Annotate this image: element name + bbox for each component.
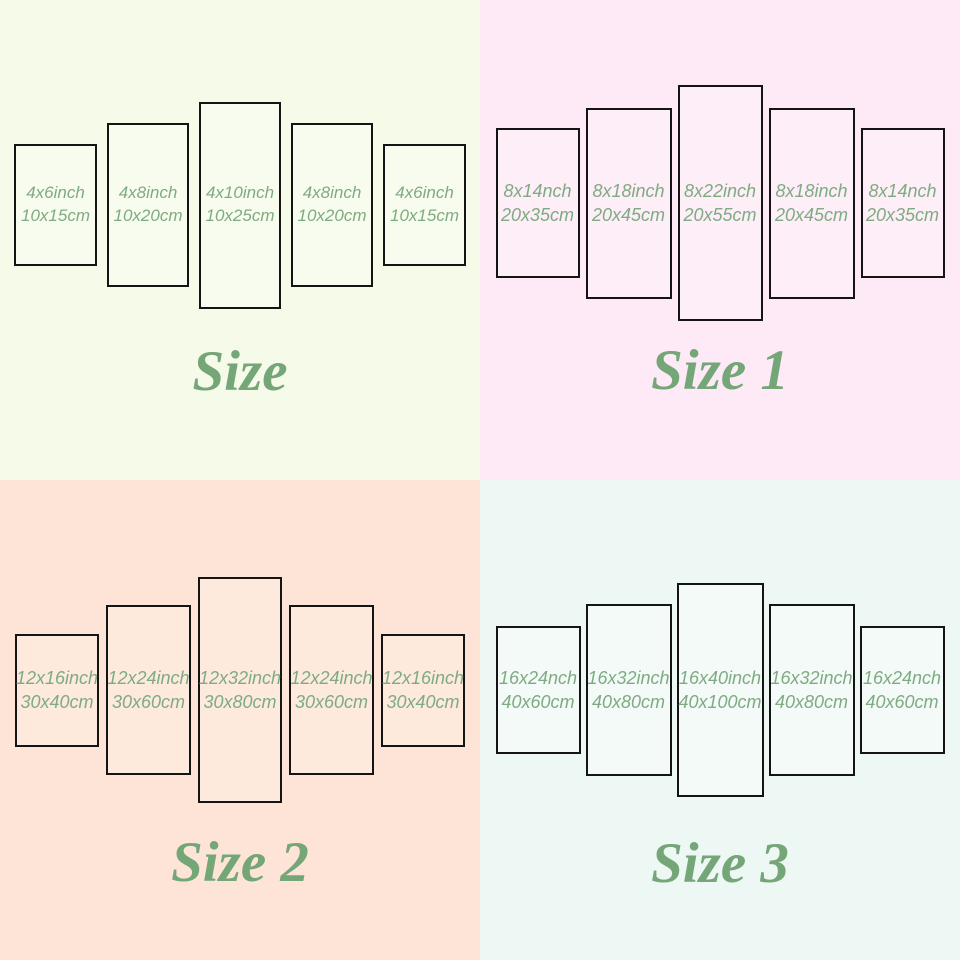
panel-size-inch: 8x18inch bbox=[592, 180, 665, 201]
size-chart-quadrant-size-1: 8x14nch 20x35cm 8x18inch 20x45cm 8x22inc… bbox=[480, 0, 960, 480]
canvas-panel-5: 8x14nch 20x35cm bbox=[860, 128, 945, 278]
size-chart-quadrant-size-2: 12x16inch 30x40cm 12x24inch 30x60cm 12x3… bbox=[0, 480, 480, 960]
canvas-panel-3: 4x10inch 10x25cm bbox=[199, 101, 281, 309]
panel-size-cm: 40x80cm bbox=[774, 692, 849, 712]
panel-size-cm: 40x60cm bbox=[501, 692, 575, 712]
canvas-panel-3: 16x40inch 40x100cm bbox=[676, 583, 764, 797]
panel-size-cm: 20x35cm bbox=[865, 205, 940, 225]
panel-strip: 8x14nch 20x35cm 8x18inch 20x45cm 8x22inc… bbox=[480, 0, 960, 406]
panel-size-cm: 30x60cm bbox=[294, 692, 369, 712]
panel-size-cm: 20x45cm bbox=[774, 205, 849, 225]
panel-strip: 16x24nch 40x60cm 16x32inch 40x80cm 16x40… bbox=[480, 480, 960, 900]
panel-size-cm: 20x35cm bbox=[500, 205, 575, 225]
canvas-panel-5: 4x6inch 10x15cm bbox=[383, 144, 466, 266]
panel-size-cm: 10x15cm bbox=[21, 206, 90, 225]
canvas-panel-4: 12x24inch 30x60cm bbox=[289, 605, 374, 775]
panel-size-inch: 12x16inch bbox=[15, 667, 99, 688]
panel-size-cm: 30x60cm bbox=[111, 692, 186, 712]
canvas-panel-4: 4x8inch 10x20cm bbox=[291, 123, 373, 287]
panel-size-cm: 30x40cm bbox=[386, 692, 460, 712]
size-group-title: Size bbox=[192, 340, 288, 403]
canvas-panel-1: 12x16inch 30x40cm bbox=[15, 633, 99, 747]
canvas-panel-2: 8x18inch 20x45cm bbox=[585, 107, 672, 299]
canvas-panel-5: 12x16inch 30x40cm bbox=[381, 633, 465, 747]
panel-strip: 4x6inch 10x15cm 4x8inch 10x20cm 4x10inch… bbox=[0, 0, 480, 410]
canvas-panel-5: 16x24nch 40x60cm bbox=[859, 626, 945, 754]
panel-size-cm: 40x100cm bbox=[678, 692, 762, 712]
panel-size-inch: 8x18inch bbox=[775, 180, 848, 201]
panel-size-inch: 4x8inch bbox=[118, 183, 178, 203]
panel-size-inch: 4x8inch bbox=[302, 183, 362, 203]
panel-size-cm: 10x15cm bbox=[390, 206, 459, 225]
panel-size-cm: 20x45cm bbox=[591, 205, 666, 225]
panel-size-cm: 30x40cm bbox=[20, 692, 94, 712]
canvas-panel-1: 16x24nch 40x60cm bbox=[495, 626, 581, 754]
panel-size-inch: 16x40inch bbox=[678, 667, 762, 688]
size-chart-quadrant-size-3: 16x24nch 40x60cm 16x32inch 40x80cm 16x40… bbox=[480, 480, 960, 960]
panel-size-inch: 16x32inch bbox=[587, 667, 670, 688]
panel-size-cm: 10x20cm bbox=[297, 206, 367, 225]
panel-strip: 12x16inch 30x40cm 12x24inch 30x60cm 12x3… bbox=[0, 480, 480, 900]
panel-size-inch: 12x16inch bbox=[381, 667, 465, 688]
panel-size-inch: 8x14nch bbox=[503, 180, 572, 201]
canvas-panel-3: 12x32inch 30x80cm bbox=[198, 577, 282, 803]
panel-size-cm: 30x80cm bbox=[203, 692, 277, 712]
panel-size-cm: 40x60cm bbox=[865, 692, 939, 712]
panel-size-inch: 12x24inch bbox=[107, 667, 190, 688]
panel-size-inch: 16x24nch bbox=[862, 667, 942, 688]
panel-size-cm: 40x80cm bbox=[591, 692, 666, 712]
canvas-panel-2: 4x8inch 10x20cm bbox=[107, 123, 189, 287]
panel-size-inch: 4x6inch bbox=[395, 183, 454, 203]
canvas-panel-4: 16x32inch 40x80cm bbox=[768, 604, 855, 776]
panel-size-inch: 8x14nch bbox=[868, 180, 937, 201]
panel-size-cm: 10x20cm bbox=[113, 206, 183, 225]
canvas-panel-1: 4x6inch 10x15cm bbox=[14, 144, 97, 266]
panel-size-inch: 4x6inch bbox=[26, 183, 85, 203]
panel-size-inch: 16x24nch bbox=[498, 667, 578, 688]
panel-size-inch: 12x24inch bbox=[290, 667, 373, 688]
panel-size-inch: 8x22inch bbox=[683, 180, 757, 201]
panel-size-cm: 20x55cm bbox=[683, 205, 757, 225]
size-chart-quadrant-size: 4x6inch 10x15cm 4x8inch 10x20cm 4x10inch… bbox=[0, 0, 480, 480]
panel-size-inch: 4x10inch bbox=[205, 183, 275, 203]
panel-size-inch: 12x32inch bbox=[198, 667, 282, 688]
size-group-title: Size 2 bbox=[171, 831, 309, 894]
canvas-panel-3: 8x22inch 20x55cm bbox=[677, 85, 763, 321]
canvas-panel-2: 16x32inch 40x80cm bbox=[585, 604, 672, 776]
size-group-title: Size 3 bbox=[651, 832, 789, 895]
panel-size-cm: 10x25cm bbox=[205, 206, 275, 225]
panel-size-inch: 16x32inch bbox=[770, 667, 853, 688]
size-group-title: Size 1 bbox=[651, 339, 789, 402]
canvas-panel-4: 8x18inch 20x45cm bbox=[768, 107, 855, 299]
canvas-panel-1: 8x14nch 20x35cm bbox=[495, 128, 580, 278]
canvas-panel-2: 12x24inch 30x60cm bbox=[106, 605, 191, 775]
